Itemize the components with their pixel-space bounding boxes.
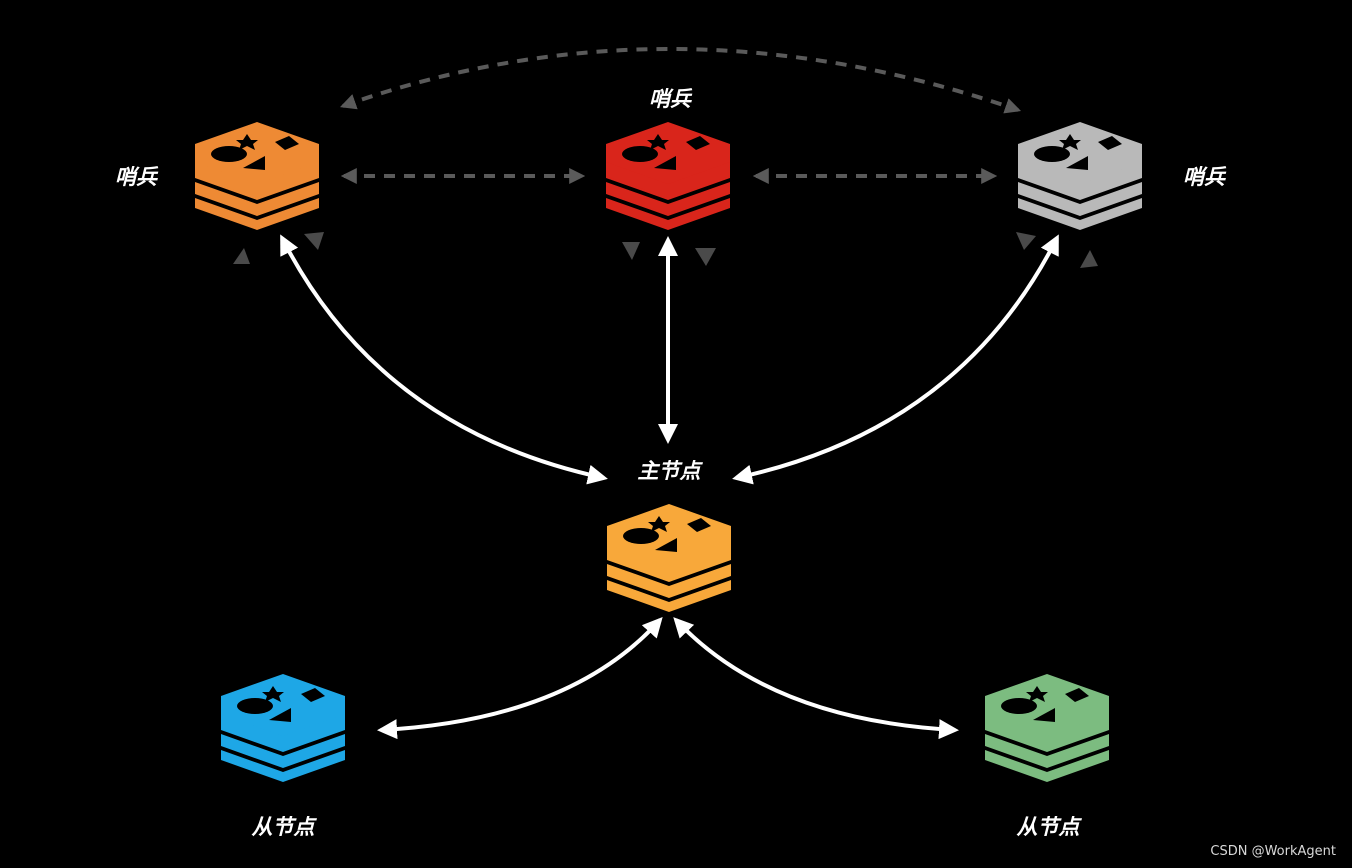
sentinel-center-label: 哨兵 bbox=[649, 87, 693, 111]
grey-arrowheads bbox=[233, 232, 1098, 268]
sentinel-left-redis-icon bbox=[195, 122, 319, 230]
link-master-slave-left bbox=[377, 617, 663, 740]
watermark: CSDN @WorkAgent bbox=[1210, 844, 1336, 859]
dashed-link-left-right bbox=[339, 47, 1022, 114]
link-sentinel-right-master bbox=[732, 234, 1059, 485]
sentinel-right-label: 哨兵 bbox=[1183, 165, 1227, 189]
master-label: 主节点 bbox=[638, 459, 704, 483]
sentinel-left-label: 哨兵 bbox=[115, 165, 159, 189]
slave-left-label: 从节点 bbox=[252, 815, 318, 839]
master-redis-icon bbox=[607, 504, 731, 612]
link-master-slave-right bbox=[673, 617, 959, 740]
slave-right-redis-icon bbox=[985, 674, 1109, 782]
slave-right-label: 从节点 bbox=[1017, 815, 1083, 839]
link-sentinel-left-master bbox=[280, 234, 608, 485]
sentinel-center-redis-icon bbox=[606, 122, 730, 230]
slave-left-redis-icon bbox=[221, 674, 345, 782]
sentinel-right-redis-icon bbox=[1018, 122, 1142, 230]
